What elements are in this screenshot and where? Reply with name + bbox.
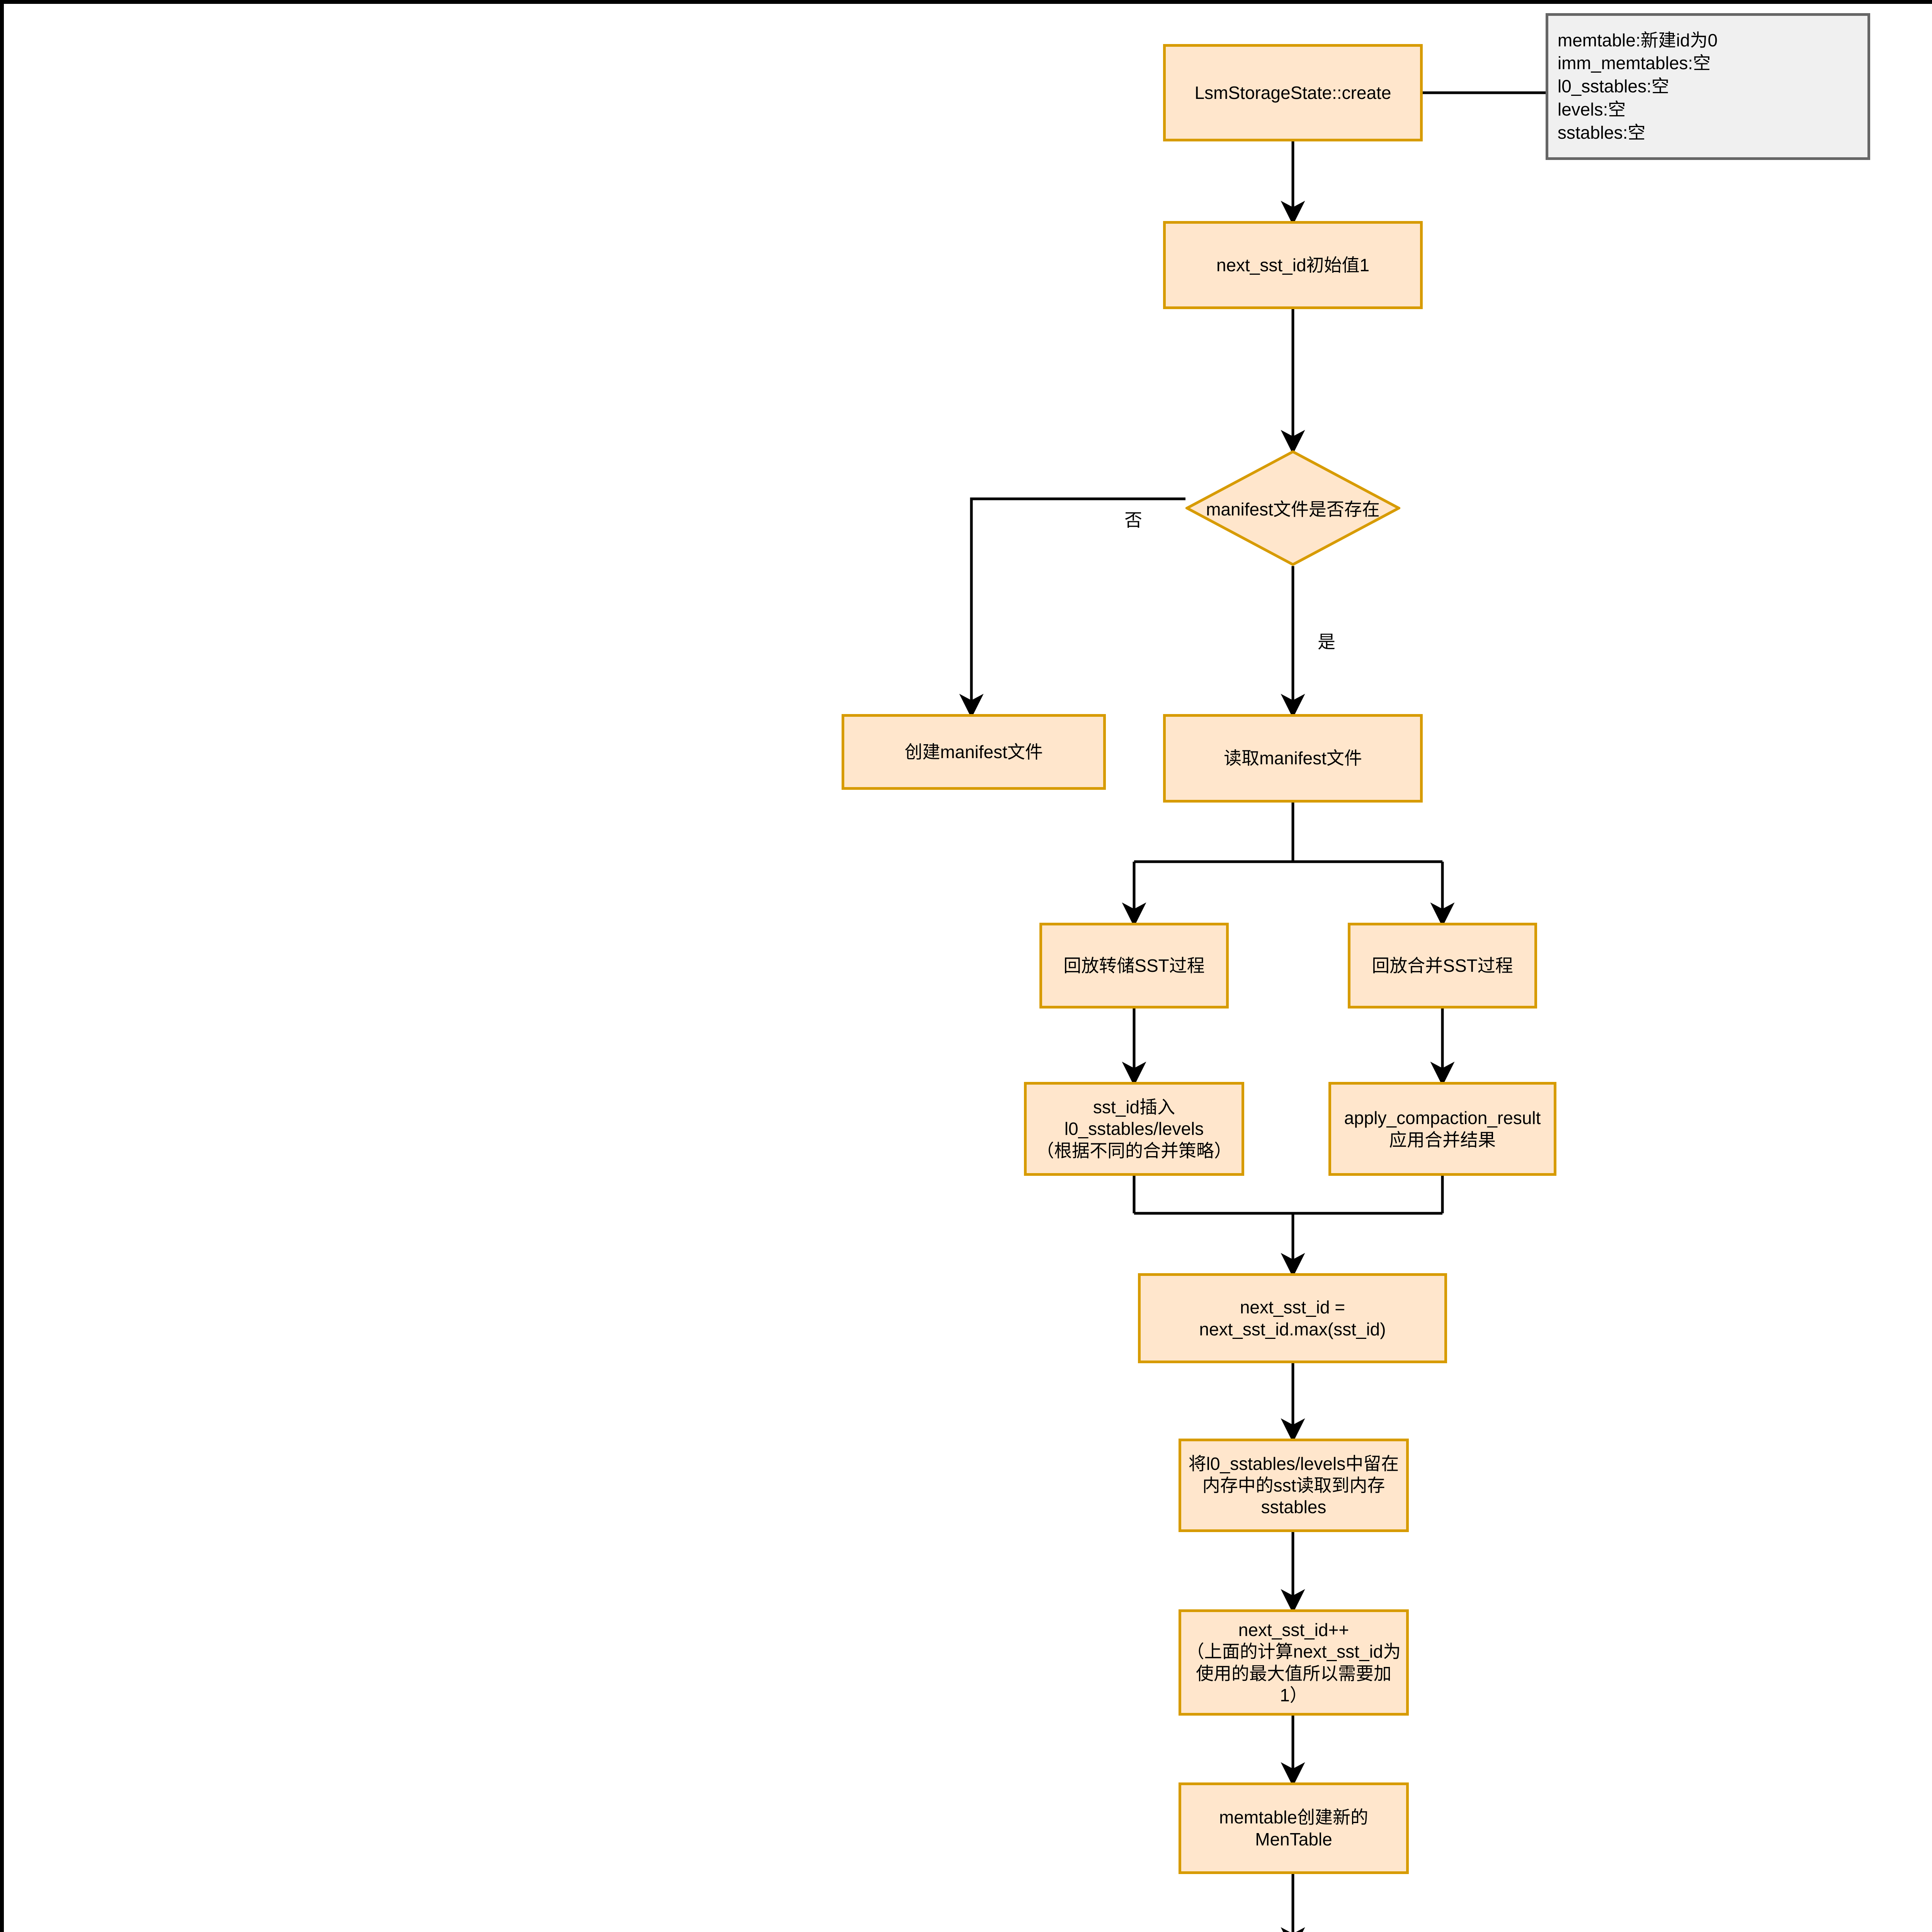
node-memtable-create-new[interactable]: memtable创建新的 MenTable bbox=[1179, 1782, 1409, 1874]
node-insert-sst-id[interactable]: sst_id插入 l0_sstables/levels （根据不同的合并策略） bbox=[1024, 1082, 1244, 1176]
edge-label-no: 否 bbox=[1124, 510, 1142, 530]
manifest-exists-label: manifest文件是否存在 bbox=[1206, 499, 1380, 519]
note-initial-state: memtable:新建id为0 imm_memtables:空 l0_sstab… bbox=[1546, 13, 1870, 160]
node-create-manifest-file[interactable]: 创建manifest文件 bbox=[842, 714, 1106, 790]
node-next-sst-id-increment-max[interactable]: next_sst_id++ （上面的计算next_sst_id为 使用的最大值所… bbox=[1179, 1609, 1409, 1716]
node-next-sst-id-init[interactable]: next_sst_id初始值1 bbox=[1163, 221, 1423, 309]
diamond-shape bbox=[1185, 450, 1400, 566]
node-next-sst-id-max[interactable]: next_sst_id = next_sst_id.max(sst_id) bbox=[1138, 1273, 1447, 1363]
node-lsm-storage-state-create[interactable]: LsmStorageState::create bbox=[1163, 44, 1423, 141]
connector-layer bbox=[959, 91, 1546, 1932]
edge-decision-no-to-create-manifest bbox=[959, 497, 1185, 718]
node-load-ssts-to-memory[interactable]: 将l0_sstables/levels中留在 内存中的sst读取到内存 ssta… bbox=[1179, 1439, 1409, 1532]
node-replay-compaction-sst[interactable]: 回放合并SST过程 bbox=[1348, 923, 1537, 1009]
node-apply-compaction-result[interactable]: apply_compaction_result 应用合并结果 bbox=[1328, 1082, 1556, 1176]
edge-label-yes: 是 bbox=[1318, 632, 1335, 652]
node-replay-flush-sst[interactable]: 回放转储SST过程 bbox=[1039, 923, 1229, 1009]
node-read-manifest-file[interactable]: 读取manifest文件 bbox=[1163, 714, 1423, 803]
node-manifest-exists-decision[interactable]: manifest文件是否存在 bbox=[1185, 450, 1400, 566]
